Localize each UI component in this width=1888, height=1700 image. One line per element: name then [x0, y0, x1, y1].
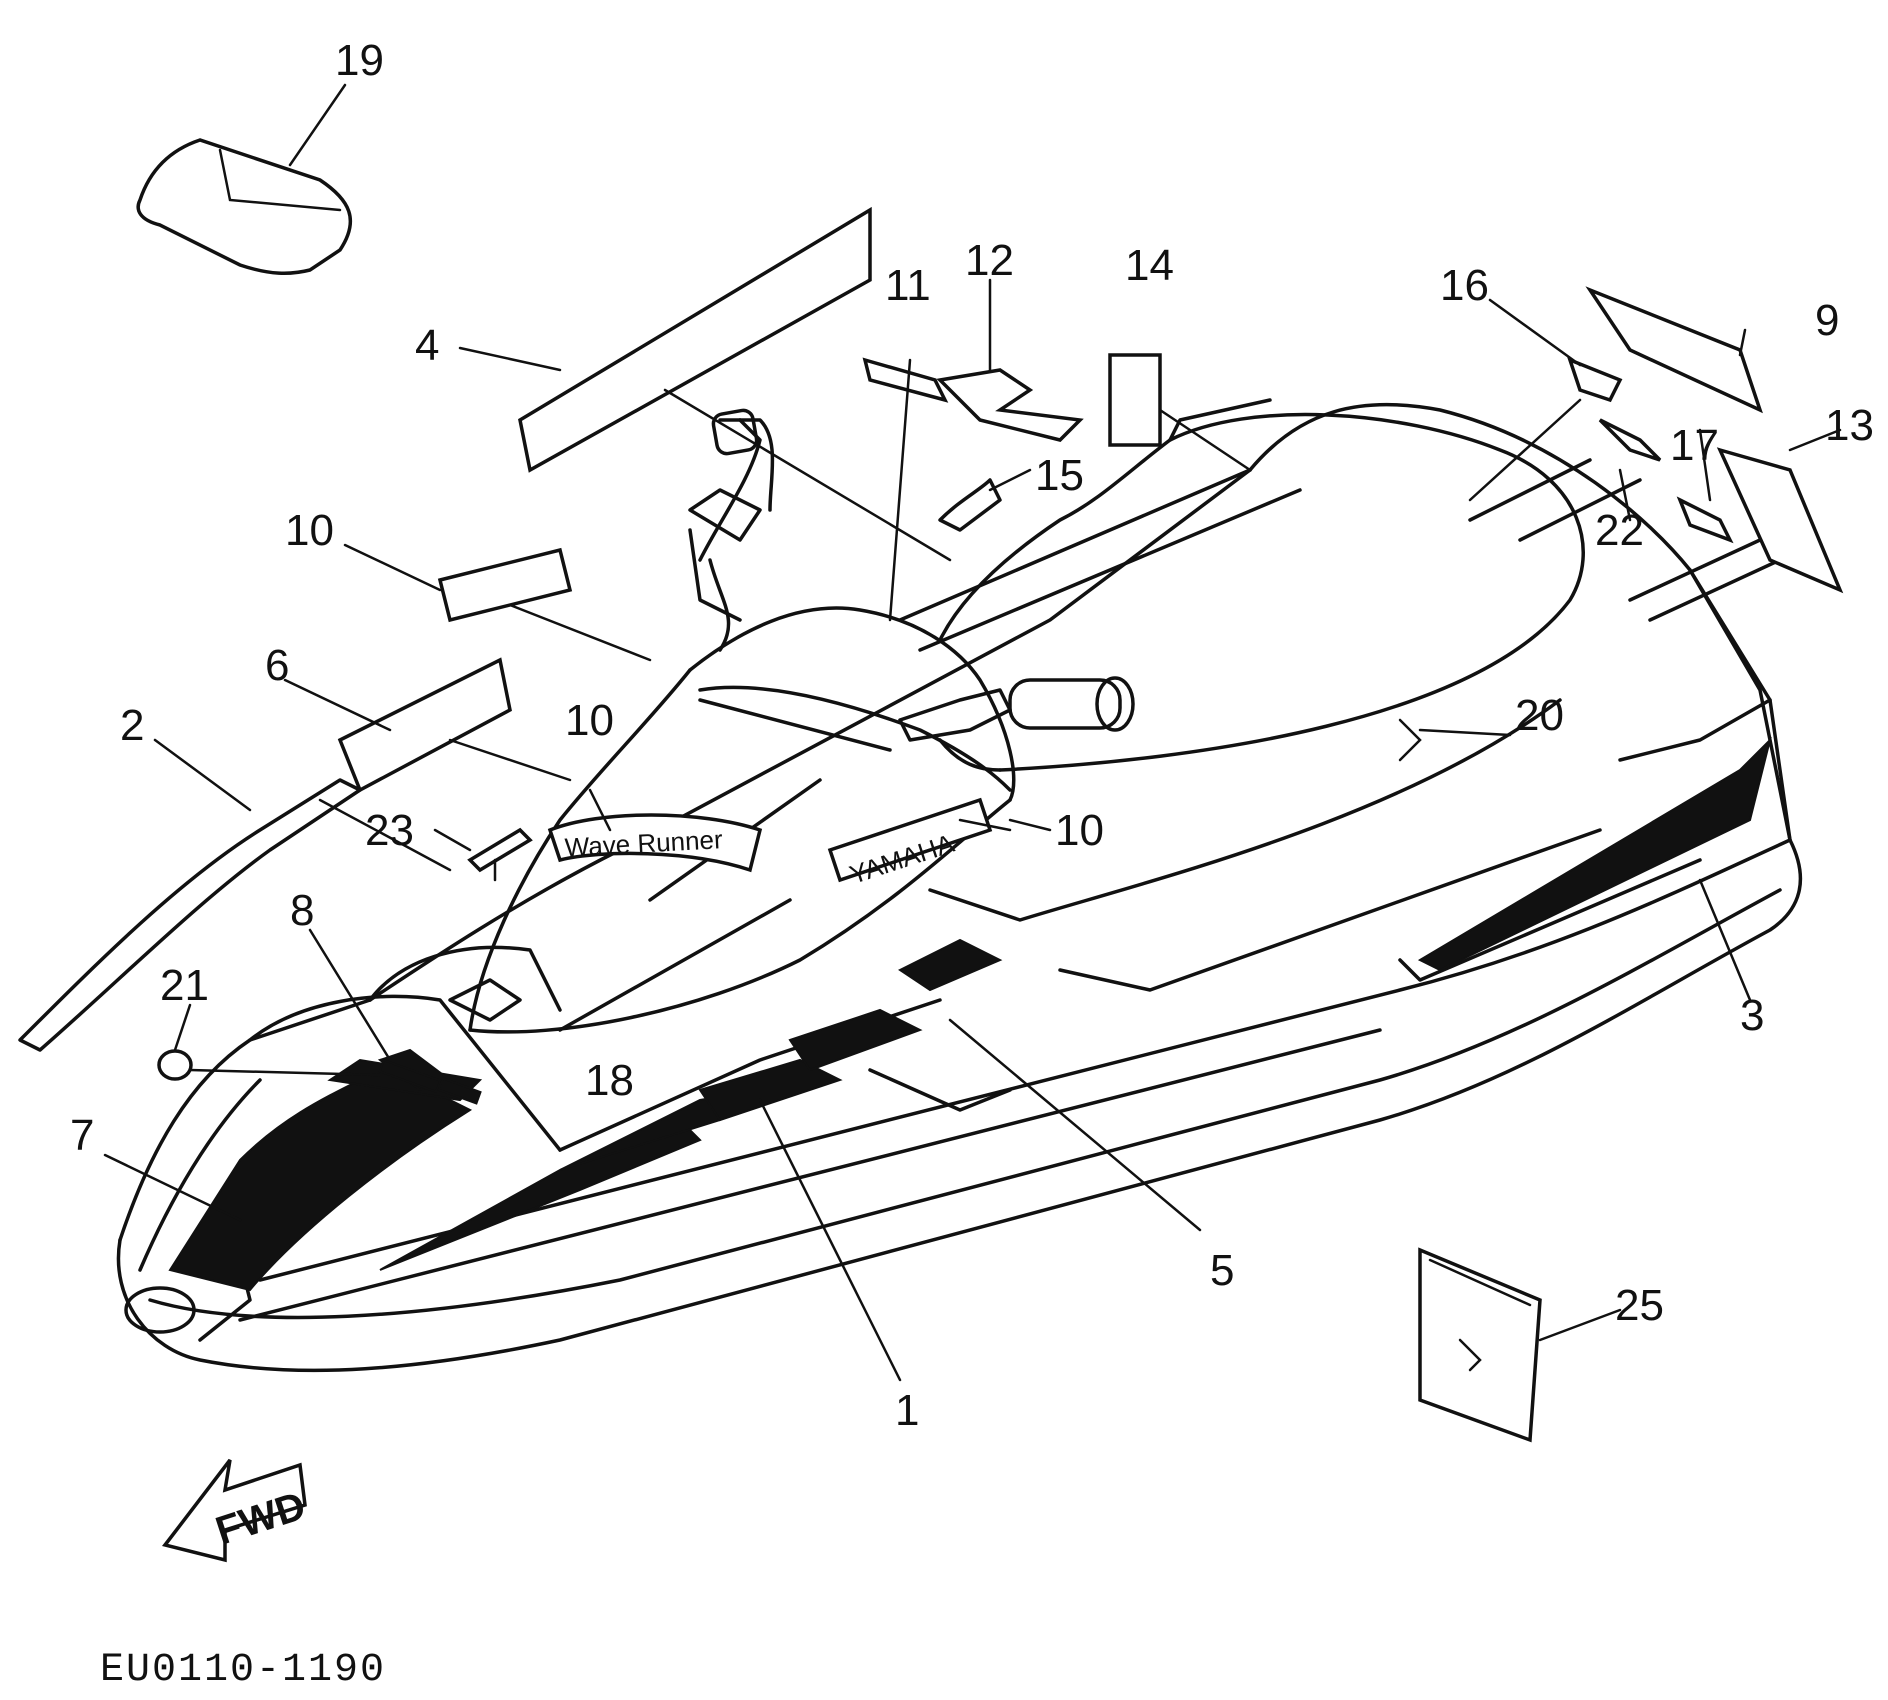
part-label-12: 11 — [885, 261, 931, 310]
part-label-10b: 10 — [1055, 806, 1104, 855]
part-label-23: 22 — [1595, 506, 1644, 555]
part-label-15: 14 — [1125, 241, 1174, 290]
part-label-25: 25 — [1615, 1281, 1664, 1330]
part-12-shape — [862, 357, 949, 403]
part-label-1: 1 — [895, 1386, 919, 1435]
part-label-20: 19 — [335, 36, 384, 85]
part-4-shape — [518, 206, 872, 473]
part-label-7: 7 — [70, 1111, 94, 1160]
part-label-17: 16 — [1440, 261, 1489, 310]
part-21-shape — [1398, 718, 1422, 762]
part-2-shape — [18, 778, 362, 1052]
part-label-11: 10 — [565, 696, 614, 745]
part-25-shape — [1418, 1247, 1542, 1443]
part-label-3: 3 — [1740, 991, 1764, 1040]
part-label-18: 17 — [1670, 421, 1719, 470]
part-13-shape — [936, 368, 1084, 442]
part-label-14: 13 — [1825, 401, 1874, 450]
model-name-decal — [547, 813, 763, 873]
part-14-shape — [1716, 447, 1844, 594]
part-label-21: 20 — [1515, 691, 1564, 740]
black-stripe-decals — [168, 736, 1772, 1292]
part-label-16: 15 — [1035, 451, 1084, 500]
part-label-19: 18 — [585, 1056, 634, 1105]
part-label-9: 9 — [1815, 296, 1839, 345]
part-label-10a: 10 — [285, 506, 334, 555]
part-label-5: 5 — [1210, 1246, 1234, 1295]
exploded-parts — [18, 138, 1844, 1443]
part-label-6: 6 — [265, 641, 289, 690]
part-label-2: 2 — [120, 701, 144, 750]
part-18-shape — [1676, 496, 1734, 544]
part-16-shape — [938, 478, 1002, 532]
part-labels: 19 4 11 12 14 16 9 13 17 22 15 10 6 10 2… — [70, 36, 1874, 1435]
hood-decals: Wave Runner YAMAHA — [547, 797, 993, 890]
forward-direction-arrow: FWD — [161, 1458, 311, 1563]
part-label-24: 23 — [365, 806, 414, 855]
part-22-shape — [157, 1049, 193, 1081]
part-15-shape — [1108, 353, 1162, 447]
part-label-13: 12 — [965, 236, 1014, 285]
part-label-8: 8 — [290, 886, 314, 935]
part-17-shape — [1567, 356, 1623, 403]
part-label-4: 4 — [415, 321, 439, 370]
brand-decal — [827, 797, 993, 883]
drawing-code: EU0110-1190 — [100, 1648, 386, 1693]
part-10a-shape — [437, 547, 573, 623]
part-23-shape — [1598, 418, 1662, 462]
leader-lines — [103, 83, 1842, 1382]
part-24-shape — [467, 827, 533, 873]
part-6-shape — [337, 657, 512, 793]
part-20-shape — [136, 138, 352, 276]
watercraft-hull — [116, 398, 1803, 1373]
part-label-22: 21 — [160, 961, 209, 1010]
part-9-shape — [1585, 286, 1763, 414]
